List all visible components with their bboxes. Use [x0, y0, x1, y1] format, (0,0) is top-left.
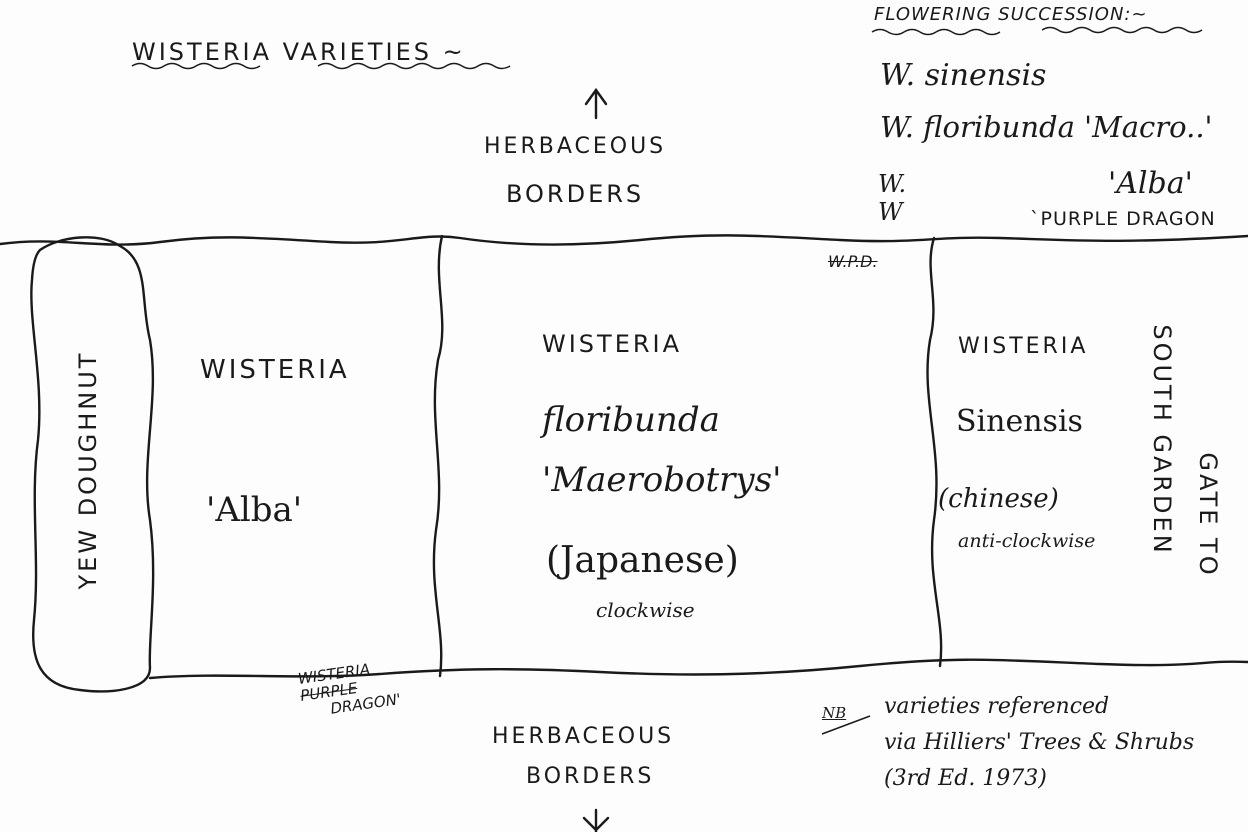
succession-item-2: W. floribunda 'Macro..' — [880, 110, 1213, 144]
succession-heading-a: FLOWERING — [874, 4, 992, 25]
floribunda-bed-twist: clockwise — [596, 598, 695, 622]
succession-item-alba: 'Alba' — [1108, 166, 1193, 201]
divider-floribunda-sinensis — [926, 236, 943, 668]
arrow-up-icon — [584, 87, 608, 120]
succession-heading: FLOWERING SUCCESSION:~ — [874, 4, 1148, 25]
sinensis-bed-origin: (chinese) — [938, 484, 1059, 514]
floribunda-bed-title: WISTERIA — [542, 330, 683, 358]
gate-to-label: GATE TO — [1194, 452, 1222, 578]
succession-heading-b: SUCCESSION:~ — [998, 4, 1148, 25]
south-garden-label: SOUTH GARDEN — [1148, 324, 1176, 556]
succession-item-3: W. — [878, 170, 907, 198]
yew-doughnut-outline — [30, 236, 155, 693]
note-line-3: (3rd Ed. 1973) — [884, 766, 1047, 791]
succession-item-purple-dragon: `PURPLE DRAGON — [1030, 208, 1216, 230]
note-line-2: via Hilliers' Trees & Shrubs — [884, 730, 1195, 755]
arrow-down-icon — [582, 808, 610, 832]
nb-label: NB — [822, 704, 847, 722]
alba-bed-variety: 'Alba' — [206, 490, 303, 530]
title-underline — [131, 62, 511, 70]
bottom-borders-label: BORDERS — [526, 764, 655, 789]
top-borders-label: BORDERS — [506, 180, 645, 208]
top-herbaceous-label: HERBACEOUS — [484, 134, 667, 159]
alba-bed-title: WISTERIA — [200, 355, 350, 385]
sinensis-bed-twist: anti-clockwise — [958, 530, 1096, 552]
succession-underline — [871, 26, 1203, 36]
succession-item-4: W — [878, 198, 903, 226]
bottom-herbaceous-label: HERBACEOUS — [492, 724, 675, 749]
succession-item-1: W. sinensis — [880, 58, 1047, 93]
top-boundary-line — [0, 234, 1248, 246]
page-title: WISTERIA VARIETIES ~ — [132, 38, 466, 66]
floribunda-bed-species: floribunda — [542, 400, 720, 440]
note-line-1: varieties referenced — [884, 694, 1110, 719]
sinensis-bed-title: WISTERIA — [958, 334, 1089, 359]
floribunda-bed-cultivar: 'Maerobotrys' — [542, 460, 782, 500]
nb-underline — [821, 715, 871, 735]
floribunda-bed-origin: (Japanese) — [546, 540, 739, 581]
sinensis-bed-species: Sinensis — [956, 404, 1083, 439]
divider-alba-floribunda — [432, 234, 444, 678]
scribble-top: W.P.D. — [828, 252, 878, 271]
yew-doughnut-label: YEW DOUGHNUT — [74, 350, 102, 590]
bottom-boundary-line — [148, 658, 1248, 680]
